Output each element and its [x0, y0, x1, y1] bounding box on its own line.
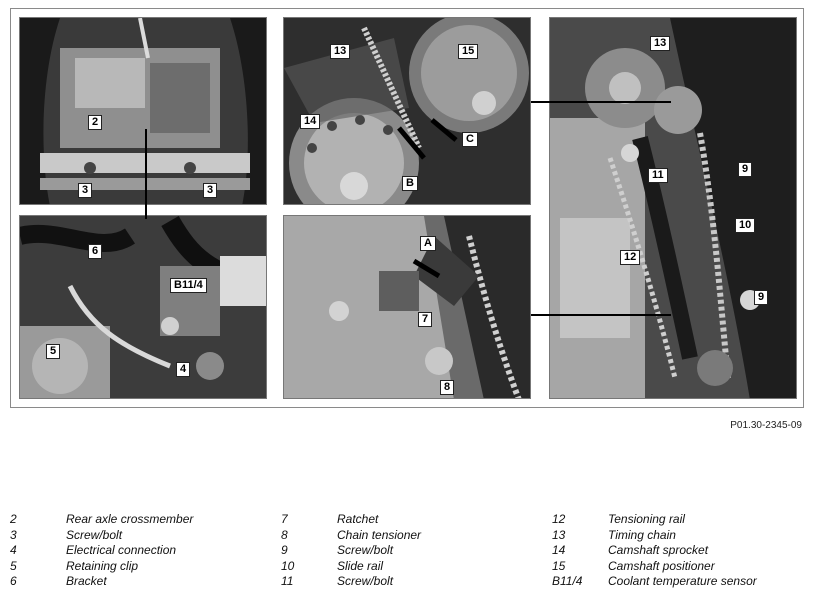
callout-c: C [462, 132, 478, 147]
callout-8: 8 [440, 380, 455, 395]
callout-b11-4: B11/4 [170, 278, 207, 293]
callout-3: 3 [203, 183, 218, 198]
callout-6: 6 [88, 244, 103, 259]
callout-14: 14 [300, 114, 321, 129]
callout-9: 9 [754, 290, 769, 305]
callout-12: 12 [620, 250, 641, 265]
photo-chain-tensioner: A 7 8 [283, 215, 531, 399]
photo-camshaft-sprocket: 13 14 15 B C [283, 17, 531, 205]
connector-line [531, 314, 671, 316]
callout-15: 15 [458, 44, 479, 59]
photo-engine-underside: 2 3 3 [19, 17, 267, 205]
callout-10: 10 [735, 218, 756, 233]
callout-3: 3 [78, 183, 93, 198]
callout-4: 4 [176, 362, 191, 377]
figure-reference-id: P01.30-2345-09 [730, 420, 802, 431]
callout-b: B [402, 176, 418, 191]
connector-line [531, 101, 671, 103]
callout-5: 5 [46, 344, 61, 359]
callout-2: 2 [88, 115, 103, 130]
callout-11: 11 [648, 168, 668, 183]
callout-13: 13 [330, 44, 351, 59]
callout-7: 7 [418, 312, 433, 327]
photo-timing-chain: 13 11 9 10 12 9 [549, 17, 797, 399]
callout-a: A [420, 236, 436, 251]
callout-9: 9 [738, 162, 753, 177]
connector-line [145, 129, 147, 219]
photo-coolant-sensor: 6 B11/4 5 4 [19, 215, 267, 399]
callout-13: 13 [650, 36, 671, 51]
figure-frame: 2 3 3 13 14 15 B C [10, 8, 804, 408]
